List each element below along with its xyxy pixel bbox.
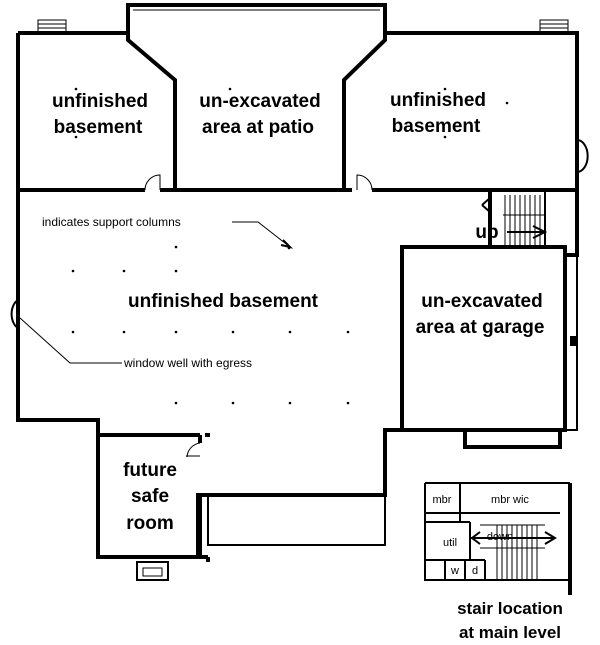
room-label-safe-room-3: room [126,513,174,534]
inset-caption-line-1: stair location [457,599,563,618]
inset-label-mbr-wic: mbr wic [491,494,529,506]
garage-walls [400,245,578,449]
room-label-unfinished-basement-left-2: basement [54,117,143,138]
room-label-unfinished-basement-left-1: unfinished [52,91,148,112]
stair-up-label: up [475,222,498,243]
inset-label-d: d [472,565,478,577]
inset-label-mbr: mbr [433,494,452,506]
inset-label-w: w [450,565,459,577]
callout-support-columns: indicates support columns [42,215,181,229]
room-label-safe-room-1: future [123,460,177,481]
support-columns [71,87,509,405]
exterior-walls [16,3,579,562]
room-label-unfinished-basement-right-1: unfinished [390,90,486,111]
room-label-unfinished-basement-right-2: basement [392,116,481,137]
callout-leaders [19,221,294,364]
inset-caption-line-2: at main level [459,623,561,642]
room-label-safe-room-2: safe [131,486,169,507]
window-wells [10,19,589,329]
doors [144,174,373,458]
room-label-unexcavated-garage-1: un-excavated [421,291,542,312]
room-label-unexcavated-patio-1: un-excavated [199,91,320,112]
stair-location-inset [424,482,572,595]
room-label-unexcavated-patio-2: area at patio [202,117,314,138]
garage-post [570,336,577,346]
safe-room-walls [98,430,387,581]
room-label-unexcavated-garage-2: area at garage [416,317,545,338]
callout-window-well: window well with egress [123,356,252,370]
upper-room-walls [18,9,577,192]
room-label-unfinished-basement-main: unfinished basement [128,291,319,312]
inset-label-down: down [487,531,513,543]
stair [481,190,548,247]
inset-label-util: util [443,537,457,549]
